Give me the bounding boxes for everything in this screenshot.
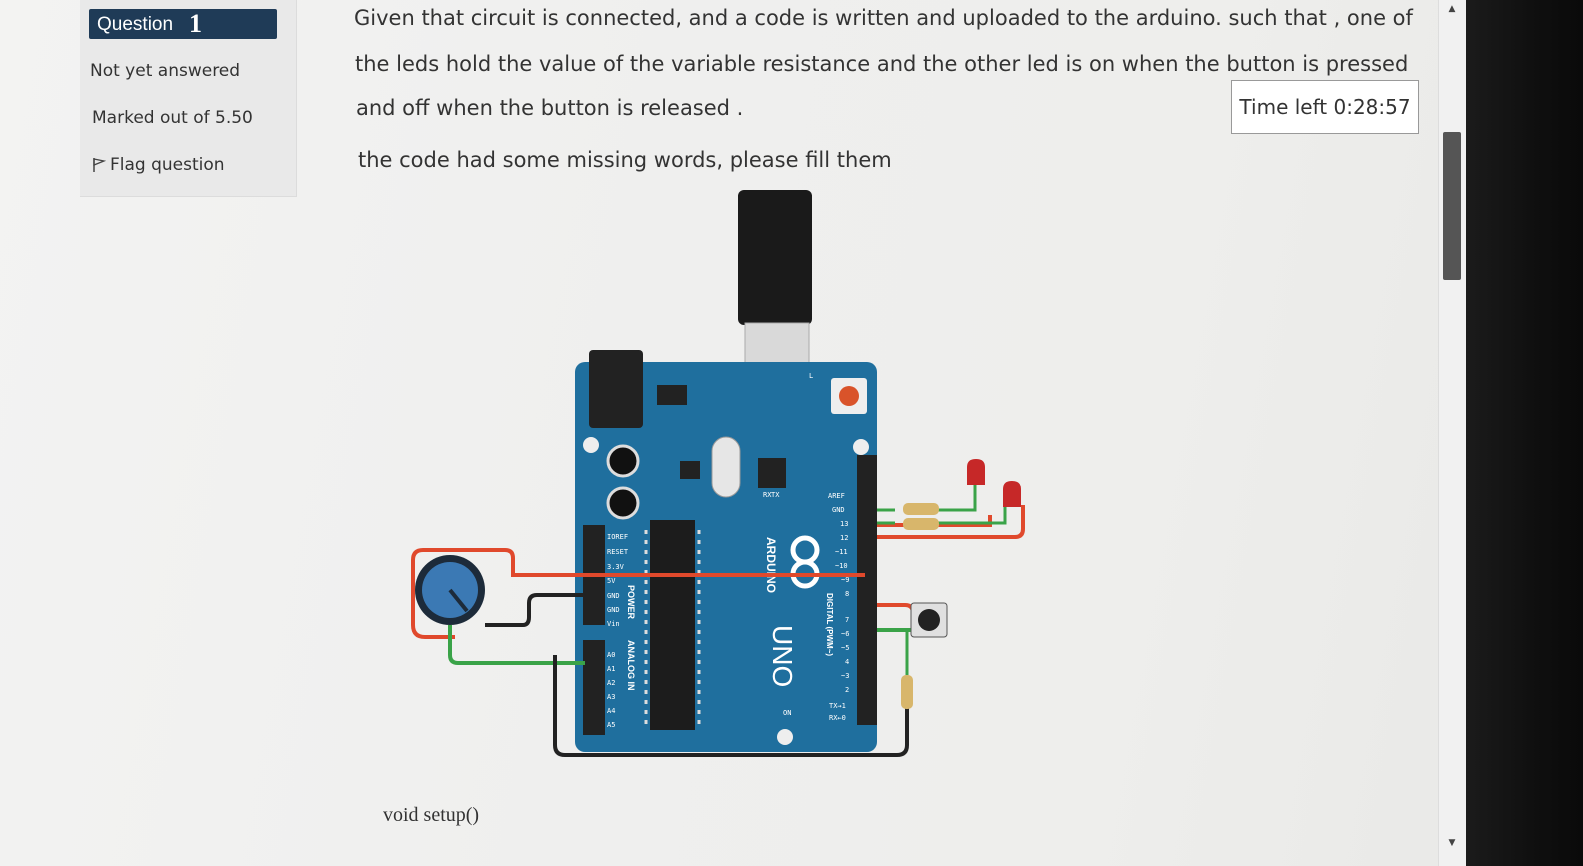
- pin-label: AREF: [828, 492, 845, 500]
- pin-label: 7: [845, 616, 849, 624]
- pin-label: 3.3V: [607, 563, 625, 571]
- power-header-label: POWER: [626, 585, 636, 620]
- pin-label: ~11: [835, 548, 848, 556]
- scroll-up-arrow-icon[interactable]: ▲: [1448, 4, 1456, 14]
- led2-wire: [877, 505, 1025, 539]
- led-1: [967, 459, 985, 485]
- scroll-down-arrow-icon[interactable]: ▼: [1448, 838, 1456, 848]
- pin-label: A1: [607, 665, 615, 673]
- pin-label: ~3: [841, 672, 849, 680]
- pin-label: 4: [845, 658, 849, 666]
- usb-cable-plug: [738, 190, 812, 325]
- pin-label: 8: [845, 590, 849, 598]
- analog-header: [583, 640, 605, 735]
- pin-label: A2: [607, 679, 615, 687]
- pin-label: A5: [607, 721, 615, 729]
- digital-header-label: DIGITAL (PWM~): [825, 593, 834, 656]
- question-content: Given that circuit is connected, and a c…: [330, 0, 1420, 866]
- pin-label: A4: [607, 707, 615, 715]
- code-first-line: void setup(): [383, 804, 480, 826]
- pin-label: GND: [832, 506, 845, 514]
- resistor-button: [901, 675, 913, 709]
- green-wire-a0: [448, 625, 585, 665]
- question-text-line-2: the leds hold the value of the variable …: [355, 52, 1409, 76]
- resistor-led2: [903, 518, 939, 530]
- question-label: Question: [97, 14, 174, 35]
- pin-label: 5V: [607, 577, 616, 585]
- monitor-bezel: [1466, 0, 1583, 866]
- pin-label: 13: [840, 520, 848, 528]
- rx-label: RX: [763, 491, 772, 499]
- on-label: ON: [783, 709, 791, 717]
- black-wire-gnd: [485, 593, 585, 627]
- question-marks: Marked out of 5.50: [92, 108, 253, 128]
- crystal: [711, 436, 741, 498]
- atmega-chip: [650, 520, 695, 730]
- question-number: 1: [189, 9, 202, 38]
- red-wire-5v: [411, 548, 865, 590]
- tx-label: TX: [771, 491, 780, 499]
- pin-label: ~6: [841, 630, 849, 638]
- power-jack: [589, 350, 643, 428]
- pin-label: TX→1: [829, 702, 846, 710]
- pin-label: RESET: [607, 548, 629, 556]
- flag-question-label: Flag question: [110, 155, 225, 175]
- pin-label: A3: [607, 693, 615, 701]
- question-text-line-3: and off when the button is released .: [356, 96, 744, 120]
- led-2: [1003, 481, 1021, 507]
- resistor-led1: [903, 503, 939, 515]
- board-model-label: UNO: [767, 625, 798, 687]
- pin-label: GND: [607, 606, 620, 614]
- question-state: Not yet answered: [90, 61, 241, 81]
- scroll-thumb[interactable]: [1443, 132, 1461, 280]
- pin-label: 2: [845, 686, 849, 694]
- pin-label: A0: [607, 651, 615, 659]
- question-number-box: Question 1: [89, 9, 277, 39]
- circuit-diagram: UNO ARDUINO POWER ANALOG IN DIGITAL (PWM…: [411, 190, 1025, 757]
- board-brand-label: ARDUINO: [764, 537, 778, 593]
- question-text-line-4: the code had some missing words, please …: [358, 148, 892, 172]
- flag-question-link[interactable]: Flag question: [92, 155, 225, 175]
- black-wire-bottom: [553, 655, 909, 757]
- pin-label: IOREF: [607, 533, 628, 541]
- pin-label: 12: [840, 534, 848, 542]
- pin-label: ~5: [841, 644, 849, 652]
- digital-header: [857, 455, 877, 725]
- time-left-timer: Time left 0:28:57: [1231, 80, 1419, 134]
- pin-label: ~9: [841, 576, 849, 584]
- pin-label: ~10: [835, 562, 848, 570]
- pin-label: RX←0: [829, 714, 846, 722]
- pin-label: GND: [607, 592, 620, 600]
- question-text-line-1: Given that circuit is connected, and a c…: [354, 6, 1413, 30]
- flag-icon: [92, 157, 107, 173]
- scrollbar[interactable]: [1438, 0, 1467, 866]
- l-label: L: [809, 372, 813, 380]
- analog-header-label: ANALOG IN: [626, 640, 636, 691]
- pin-label: Vin: [607, 620, 620, 628]
